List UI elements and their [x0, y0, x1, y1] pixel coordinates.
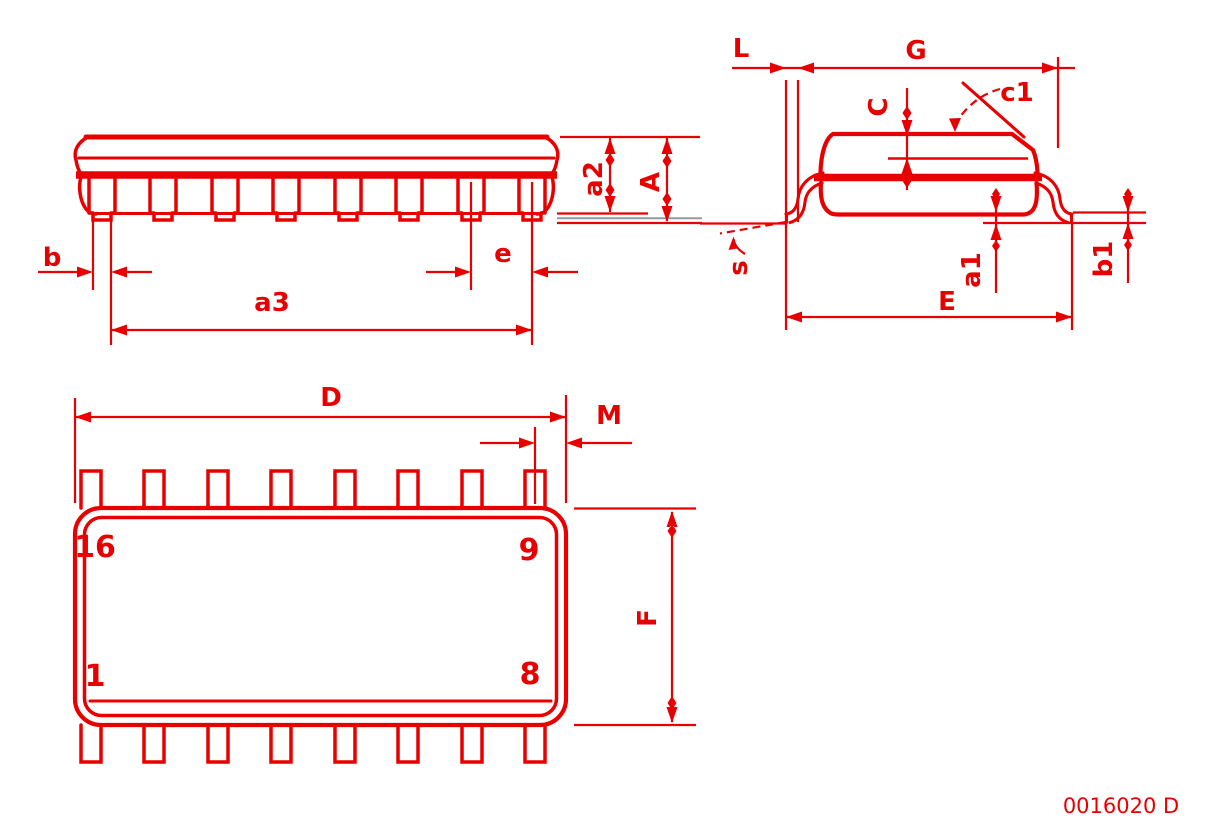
- dim-label-a1: a1: [957, 252, 987, 288]
- pin-number-16: 16: [74, 530, 116, 565]
- dim-label-e: e: [494, 239, 512, 269]
- dim-label-c1: c1: [1000, 78, 1034, 108]
- pin-number-8: 8: [520, 657, 541, 692]
- side-view: b e a3 a2 A: [38, 134, 702, 345]
- end-view: L G c1 E C s a1 b1: [700, 34, 1146, 330]
- dim-label-G: G: [905, 36, 926, 66]
- dim-label-a2: a2: [579, 161, 609, 197]
- top-body-outer-outline: [72, 505, 569, 728]
- end-extension-lines: [732, 57, 1130, 330]
- end-body-top-piece: [818, 131, 1040, 175]
- dim-label-b1: b1: [1089, 241, 1119, 278]
- top-extension-lines: [73, 395, 696, 727]
- dim-label-M: M: [596, 401, 622, 431]
- top-body-inner-outline: [82, 515, 559, 718]
- dim-label-F: F: [633, 609, 663, 627]
- end-body-bottom-piece: [818, 180, 1039, 217]
- top-view-pins-upper: [79, 469, 547, 510]
- top-view: D M F 16 9 1 8: [72, 383, 696, 764]
- dim-label-a3: a3: [254, 288, 290, 318]
- end-right-lead: [1033, 171, 1074, 225]
- dim-label-C: C: [864, 97, 894, 116]
- pin-number-9: 9: [519, 533, 540, 568]
- top-view-pins-lower: [79, 723, 547, 764]
- s-angle-dashed-line: [719, 220, 787, 235]
- top-dimension-arrows: [75, 411, 678, 723]
- dim-label-b: b: [43, 243, 62, 273]
- dim-label-A: A: [636, 172, 666, 192]
- pin-number-1: 1: [85, 659, 106, 694]
- dim-label-L: L: [733, 34, 750, 64]
- c1-leader-arc: [956, 87, 1001, 122]
- side-view-pins: [87, 174, 547, 222]
- dim-label-D: D: [320, 383, 342, 413]
- side-dimension-arrows: [77, 138, 673, 336]
- drawing-number: 0016020 D: [1063, 794, 1179, 818]
- dim-label-E: E: [938, 287, 956, 317]
- dim-label-s: s: [724, 260, 754, 275]
- side-extension-lines: [38, 135, 702, 345]
- c1-chamfer-line: [961, 81, 1026, 139]
- foot-lines-right: [983, 211, 1146, 225]
